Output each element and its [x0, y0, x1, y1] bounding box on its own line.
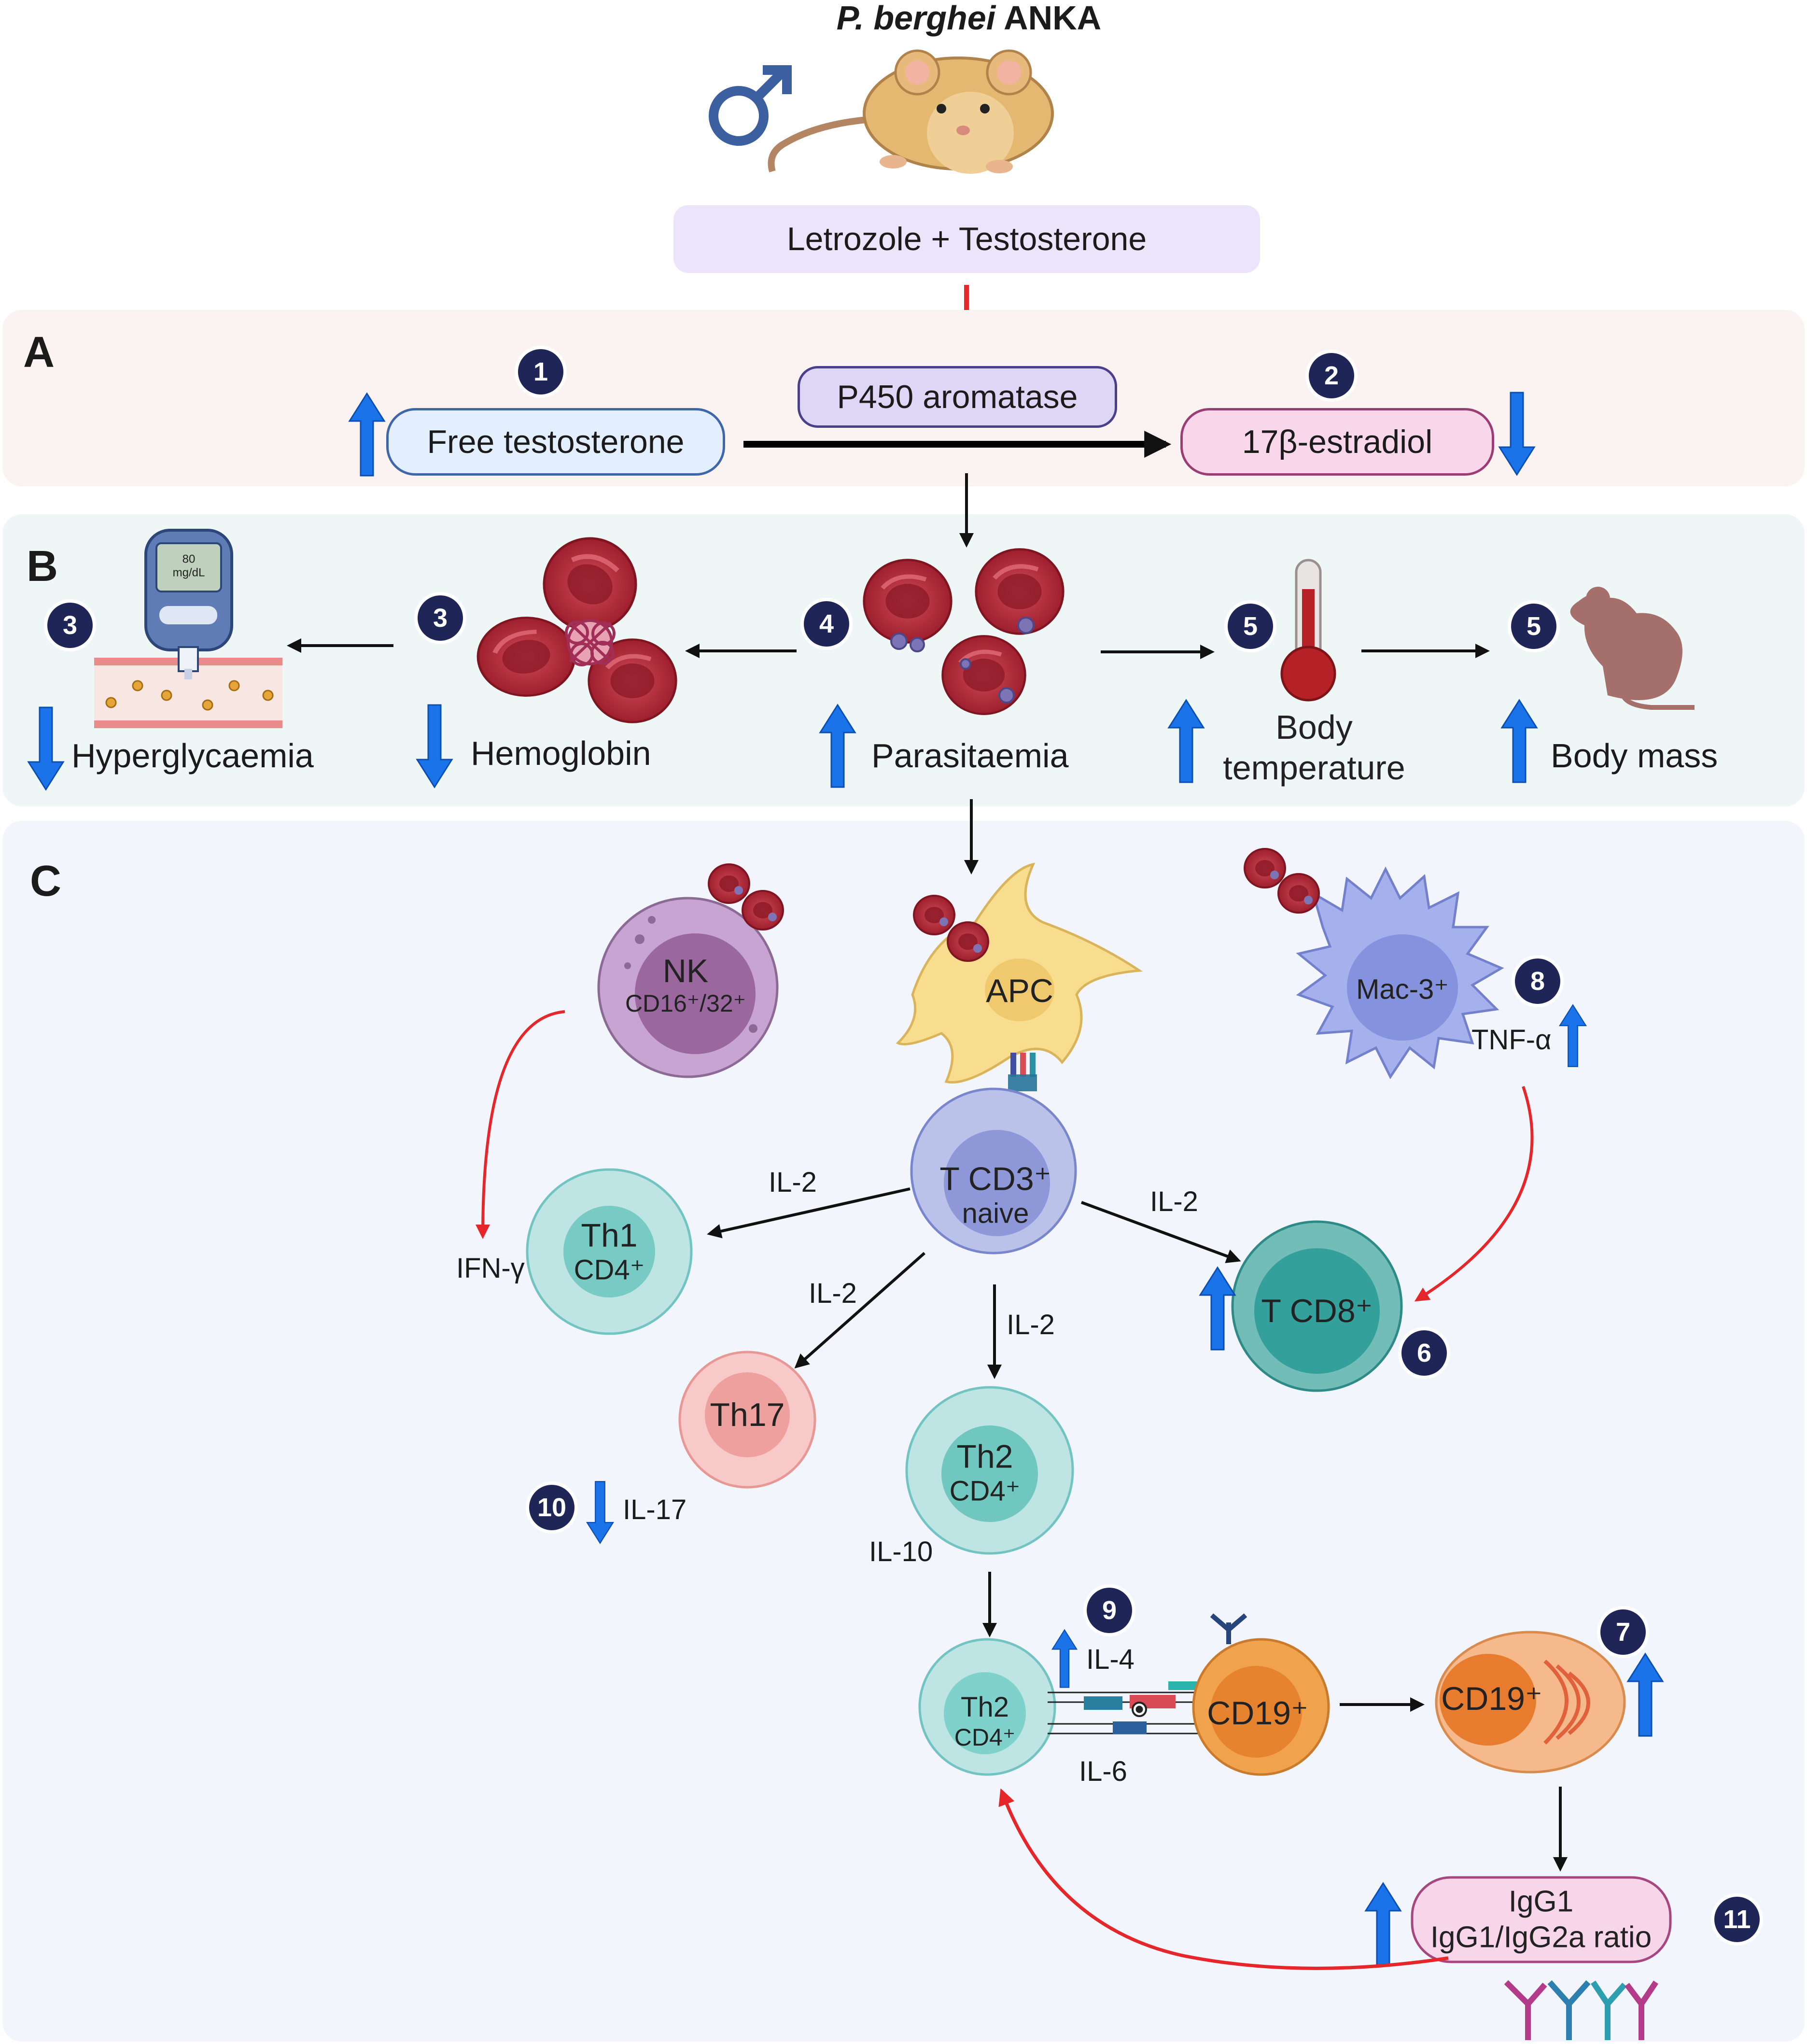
tcr-receptor-icon [1008, 1053, 1037, 1091]
t-cd3-naive-cell [910, 1087, 1077, 1255]
nk-cell [597, 897, 779, 1078]
mouse-icon [768, 49, 1054, 174]
small-mouse-icon [1570, 587, 1695, 710]
badge-8: 8 [1515, 959, 1560, 1004]
il2-label-th1: IL-2 [769, 1167, 817, 1198]
badge-3a: 3 [47, 603, 93, 648]
thermometer-icon [1280, 559, 1336, 702]
antibody-icon [1210, 1613, 1247, 1644]
macrophage-cell [1296, 866, 1504, 1079]
estradiol-box: 17β-estradiol [1180, 408, 1494, 476]
igg-label: IgG1 IgG1/IgG2a ratio [1430, 1885, 1652, 1954]
antibodies-icon [1504, 1980, 1658, 2040]
free-testosterone-box: Free testosterone [386, 408, 725, 476]
treatment-label: Letrozole + Testosterone [786, 221, 1147, 257]
immune-synapse [1048, 1681, 1200, 1734]
ifn-gamma-label: IFN-γ [456, 1253, 525, 1284]
badge-9: 9 [1087, 1588, 1132, 1633]
glucometer-icon [144, 529, 233, 679]
mac3-label: Mac-3⁺ [1356, 973, 1449, 1005]
th17-label: Th17 [710, 1396, 785, 1433]
t-naive-label: T CD3⁺ naive [939, 1160, 1051, 1229]
t-cd8-label: T CD8⁺ [1261, 1292, 1373, 1329]
il10-label: IL-10 [869, 1536, 933, 1567]
aromatase-box: P450 aromatase [798, 366, 1117, 428]
th2-cell [905, 1386, 1074, 1555]
male-symbol-icon [709, 65, 792, 146]
strain-name: ANKA [1004, 0, 1102, 37]
il4-label: IL-4 [1086, 1644, 1135, 1675]
th17-cell [678, 1351, 816, 1489]
badge-2: 2 [1309, 353, 1354, 398]
badge-5b: 5 [1511, 604, 1556, 649]
igg-box [1411, 1876, 1672, 1963]
th1-cell [526, 1168, 693, 1335]
badge-7: 7 [1600, 1609, 1646, 1655]
hemoglobin-label: Hemoglobin [471, 734, 651, 772]
hemoglobin-molecule-icon [565, 619, 616, 666]
badge-4: 4 [804, 601, 849, 647]
plasma-cell [1435, 1631, 1626, 1774]
parasitaemia-label: Parasitaemia [871, 737, 1069, 775]
cd19-plasma-label: CD19⁺ [1441, 1680, 1542, 1717]
species-name: P. berghei [836, 0, 996, 37]
badge-5a: 5 [1228, 604, 1273, 649]
panel-b-background [2, 514, 1805, 806]
apc-cell [896, 862, 1143, 1084]
body-mass-label: Body mass [1551, 737, 1718, 775]
badge-11: 11 [1714, 1897, 1760, 1942]
th2-cell-lower [918, 1638, 1056, 1776]
il6-label: IL-6 [1079, 1756, 1127, 1787]
cd19-label: CD19⁺ [1207, 1694, 1308, 1732]
nk-label: NK CD16⁺/32⁺ [625, 953, 746, 1017]
tnf-label: TNF-α [1471, 1024, 1552, 1056]
panel-c-letter: C [30, 857, 61, 905]
il17-label: IL-17 [623, 1494, 687, 1525]
apc-label: APC [986, 972, 1053, 1009]
glucometer-reading: 80 mg/dL [172, 552, 205, 579]
panel-a-letter: A [23, 328, 55, 377]
panel-b-letter: B [27, 542, 58, 591]
treatment-box [673, 205, 1260, 273]
il2-label-cd8: IL-2 [1150, 1186, 1198, 1217]
il2-label-th2: IL-2 [1007, 1309, 1055, 1340]
body-temperature-label: Body temperature [1223, 708, 1405, 787]
parasite-icon [890, 617, 1035, 704]
hyperglycaemia-label: Hyperglycaemia [71, 737, 314, 775]
th2-label: Th2 CD4⁺ [949, 1438, 1021, 1507]
th2-lower-label: Th2 CD4⁺ [954, 1691, 1016, 1751]
badge-1: 1 [518, 349, 563, 395]
badge-6: 6 [1401, 1330, 1447, 1376]
badge-10: 10 [529, 1485, 574, 1530]
t-cd8-cell [1231, 1220, 1403, 1392]
b-cell-cd19 [1192, 1638, 1330, 1776]
badge-3b: 3 [418, 595, 463, 641]
panel-c-background [2, 821, 1805, 2042]
species-title: P. berghei ANKA [837, 1, 1101, 35]
il2-label-th17: IL-2 [809, 1278, 857, 1309]
th1-label: Th1 CD4⁺ [574, 1217, 645, 1286]
